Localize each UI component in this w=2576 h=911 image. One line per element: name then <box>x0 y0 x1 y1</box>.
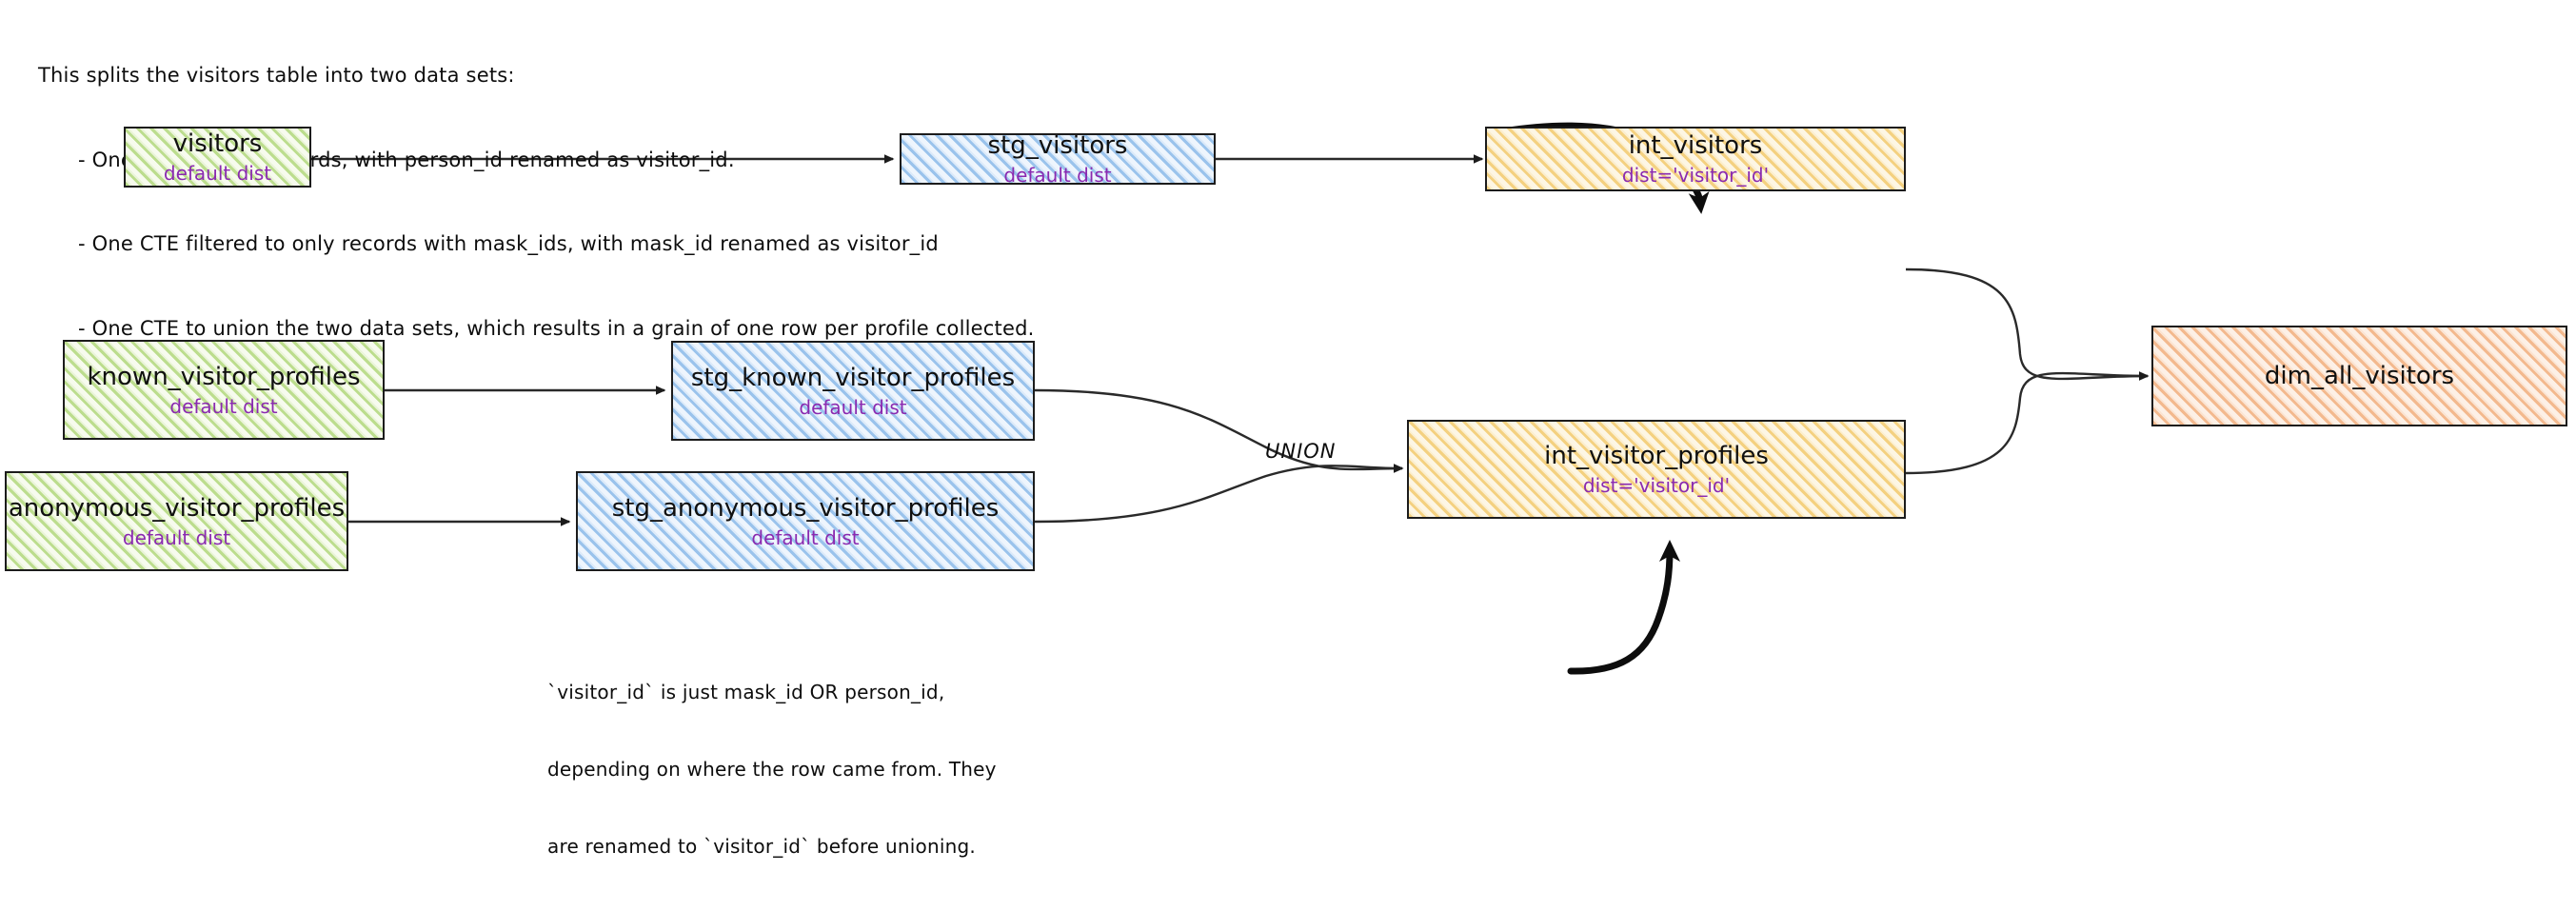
node-dist-style: default dist <box>799 395 907 419</box>
bottom-annotation-line-3: are renamed to `visitor_id` before union… <box>547 835 976 858</box>
node-anonymous-visitor-profiles[interactable]: anonymous_visitor_profiles default dist <box>5 471 348 571</box>
hatch-fill-orange <box>2153 327 2566 425</box>
node-dim-all-visitors[interactable]: dim_all_visitors <box>2151 326 2567 426</box>
node-stg-known-visitor-profiles[interactable]: stg_known_visitor_profiles default dist <box>671 341 1035 441</box>
node-dist-style: dist='visitor_id' <box>1621 164 1770 187</box>
callout-arrow-bottom <box>1567 540 1680 675</box>
node-title: visitors <box>172 129 263 158</box>
edge-stg-known-to-int-profiles <box>1034 388 1404 473</box>
edge-stg-anonymous-to-int-profiles <box>1034 464 1404 524</box>
hatch-fill-blue <box>578 473 1033 569</box>
node-title: stg_known_visitor_profiles <box>690 363 1016 392</box>
node-visitors[interactable]: visitors default dist <box>124 127 311 188</box>
hatch-fill-green <box>7 473 347 569</box>
node-int-visitor-profiles[interactable]: int_visitor_profiles dist='visitor_id' <box>1407 420 1906 519</box>
node-title: int_visitors <box>1628 131 1763 160</box>
node-title: int_visitor_profiles <box>1544 442 1769 470</box>
node-dist-style: default dist <box>751 525 860 549</box>
node-dist-style: default dist <box>163 162 272 185</box>
header-annotation-line-1: This splits the visitors table into two … <box>38 64 515 87</box>
edge-int-profiles-to-dim <box>1905 371 2150 475</box>
bottom-annotation-line-1: `visitor_id` is just mask_id OR person_i… <box>547 681 945 703</box>
node-dist-style: default dist <box>122 525 231 549</box>
node-stg-visitors[interactable]: stg_visitors default dist <box>900 133 1216 185</box>
node-title: known_visitor_profiles <box>87 362 361 391</box>
hatch-fill-green <box>126 129 309 186</box>
node-stg-anonymous-visitor-profiles[interactable]: stg_anonymous_visitor_profiles default d… <box>576 471 1035 571</box>
diagram-canvas: This splits the visitors table into two … <box>5 6 2567 858</box>
node-title: stg_visitors <box>987 133 1128 160</box>
union-label: UNION <box>1265 440 1337 463</box>
header-annotation-line-3: - One CTE filtered to only records with … <box>78 232 939 255</box>
header-annotation-line-4: - One CTE to union the two data sets, wh… <box>78 316 1035 340</box>
hatch-fill-yellow <box>1409 422 1904 517</box>
header-annotation: This splits the visitors table into two … <box>38 6 1035 399</box>
hatch-fill-yellow <box>1487 129 1904 189</box>
bottom-annotation: `visitor_id` is just mask_id OR person_i… <box>547 628 997 911</box>
node-known-visitor-profiles[interactable]: known_visitor_profiles default dist <box>63 340 385 440</box>
edge-int-visitors-to-dim <box>1905 267 2150 381</box>
node-int-visitors[interactable]: int_visitors dist='visitor_id' <box>1485 127 1906 191</box>
node-dist-style: default dist <box>1003 164 1112 185</box>
node-title: dim_all_visitors <box>2264 362 2455 390</box>
node-dist-style: default dist <box>169 394 278 418</box>
hatch-fill-blue <box>673 343 1033 439</box>
node-dist-style: dist='visitor_id' <box>1582 474 1731 497</box>
hatch-fill-green <box>65 342 383 438</box>
hatch-fill-blue <box>902 135 1214 183</box>
bottom-annotation-line-2: depending on where the row came from. Th… <box>547 758 997 781</box>
node-title: anonymous_visitor_profiles <box>8 493 346 523</box>
node-title: stg_anonymous_visitor_profiles <box>611 493 1000 523</box>
